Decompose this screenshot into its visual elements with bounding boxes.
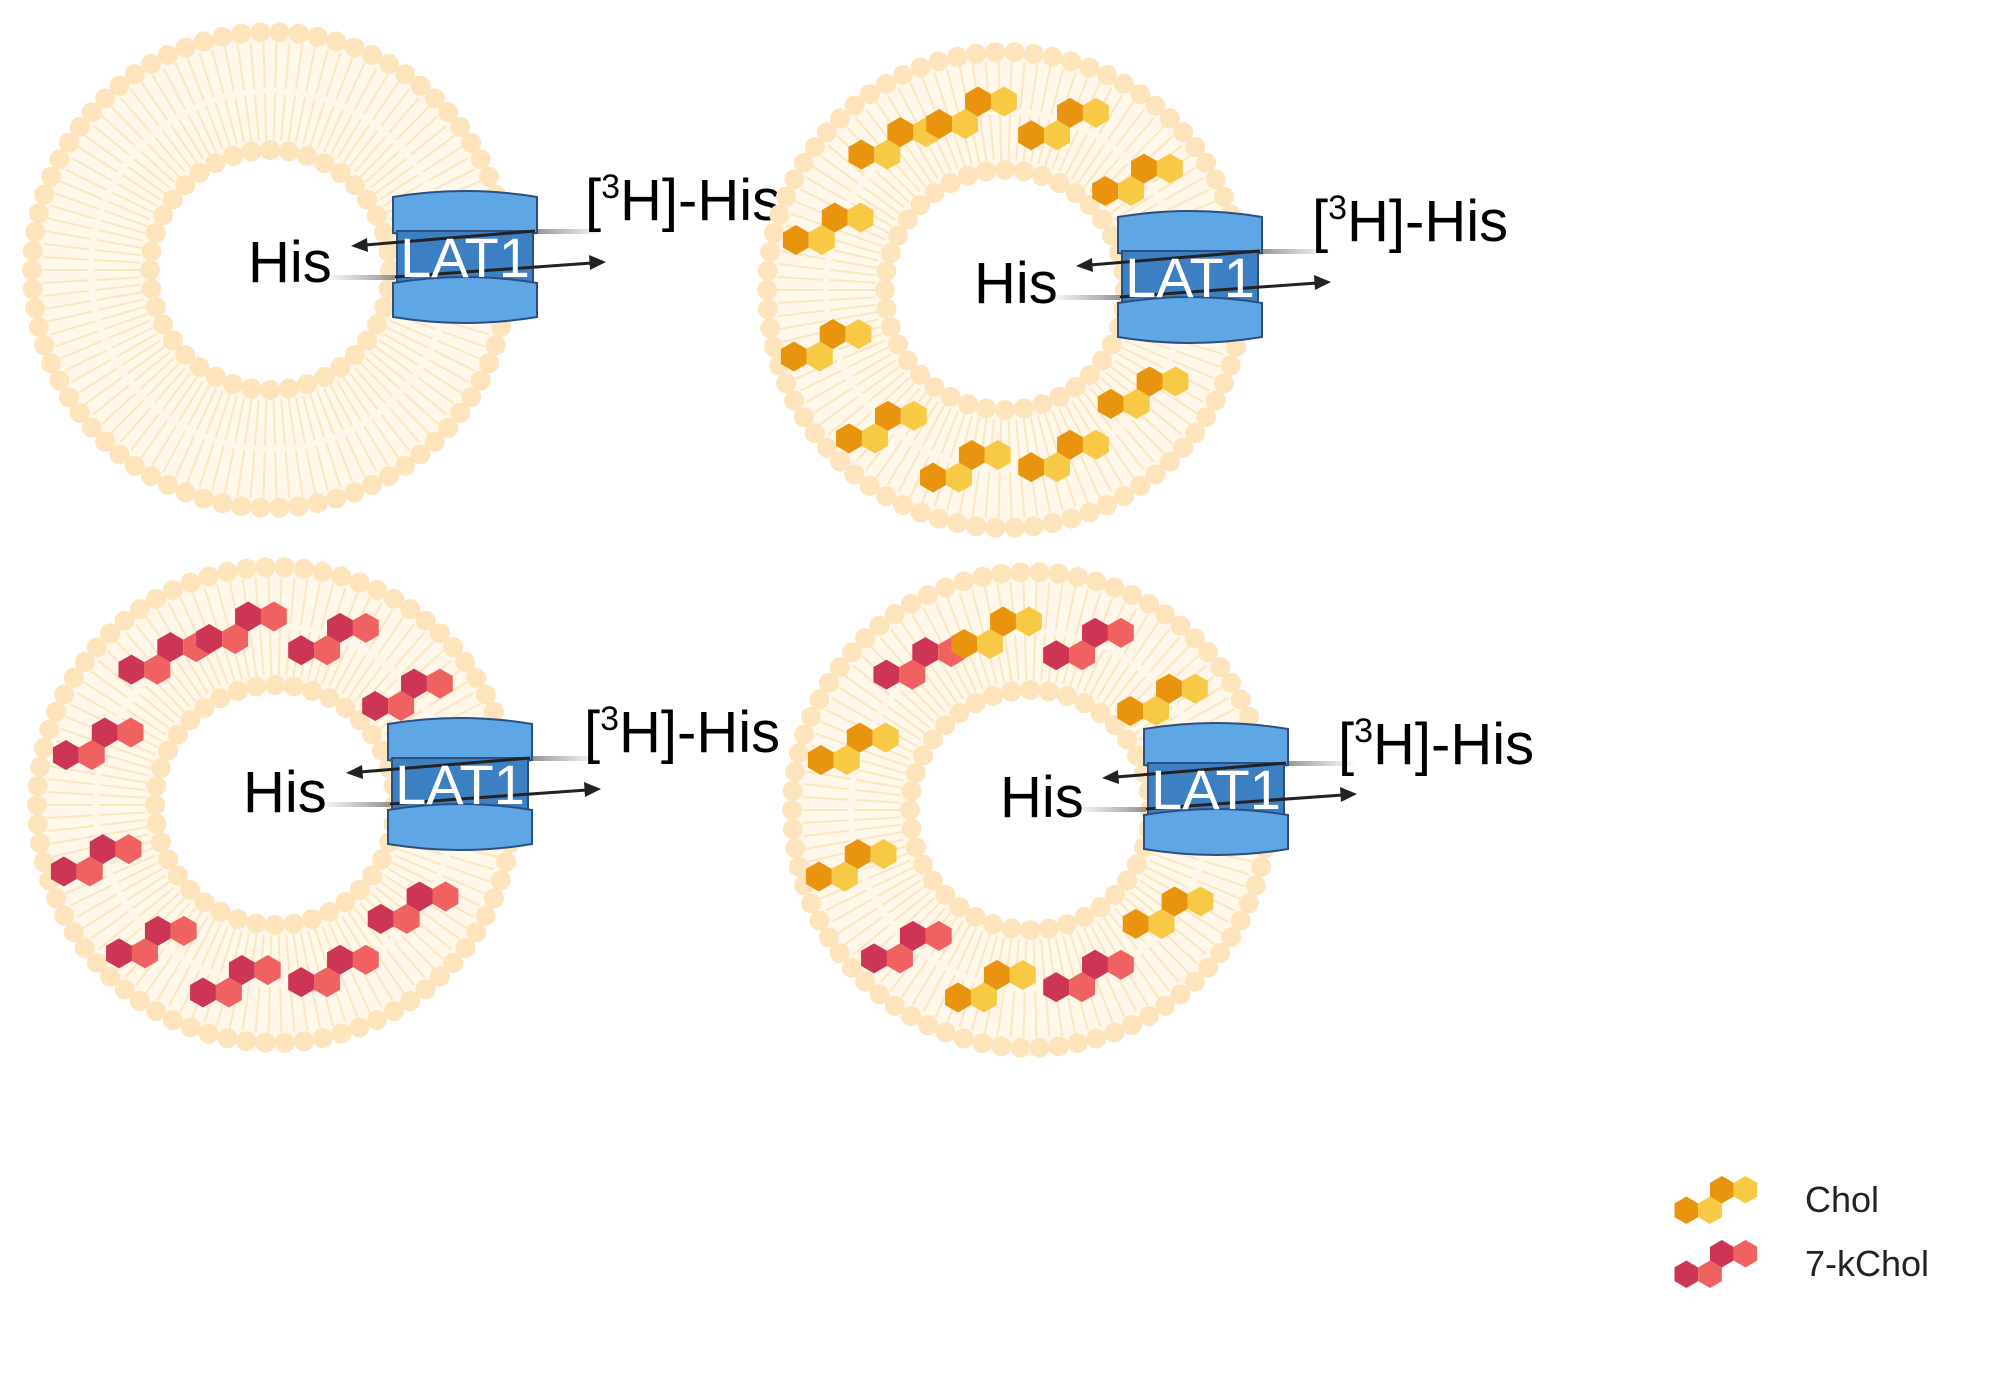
label-remainder: H]-His: [1373, 712, 1534, 777]
kchol-molecule: [1043, 617, 1134, 671]
isotope-superscript: 3: [601, 168, 620, 206]
lat1-label: LAT1: [395, 753, 525, 816]
liposome-panel-chol: LAT1 His [3H]-His: [757, 42, 1508, 538]
efflux-arrow: [346, 756, 531, 779]
chol-molecule: [1674, 1176, 1758, 1224]
label-bracket: [: [584, 700, 600, 765]
lat1-label: LAT1: [400, 226, 530, 289]
label-bracket: [: [1312, 189, 1328, 254]
kchol-molecule: [196, 601, 287, 654]
lat1-label: LAT1: [1151, 758, 1281, 821]
label-bracket: [: [1338, 712, 1354, 777]
legend-item-kchol: 7-kChol: [1674, 1240, 1929, 1288]
kchol-molecule: [861, 920, 952, 974]
liposome-panel-mixed: LAT1 His [3H]-His: [782, 562, 1534, 1058]
sterol-group: [805, 606, 1244, 1013]
outside-substrate-label: [3H]-His: [584, 700, 780, 765]
chol-molecule: [1117, 673, 1208, 727]
liposome-panel-kchol: LAT1 His [3H]-His: [27, 557, 780, 1053]
chol-molecule: [1122, 886, 1214, 939]
lat1-bottom-domain: [1143, 808, 1289, 856]
chol-molecule: [780, 319, 872, 372]
kchol-molecule: [362, 668, 453, 722]
efflux-arrow: [1076, 249, 1261, 272]
lat1-transporter: LAT1: [1076, 722, 1357, 856]
kchol-molecule: [106, 915, 197, 969]
lat1-bottom-domain: [392, 276, 538, 324]
outside-substrate-label: [3H]-His: [585, 168, 781, 233]
isotope-superscript: 3: [600, 700, 619, 738]
label-remainder: H]-His: [1347, 189, 1508, 254]
outside-substrate-label: [3H]-His: [1338, 712, 1534, 777]
efflux-arrow: [351, 229, 536, 252]
inside-substrate-label: His: [974, 251, 1058, 316]
chol-molecule: [782, 202, 874, 255]
label-remainder: H]-His: [620, 168, 781, 233]
chol-molecule: [836, 400, 927, 454]
chol-icon: [1674, 1176, 1758, 1224]
chol-molecule: [945, 960, 1036, 1013]
chol-molecule: [1092, 153, 1183, 207]
kchol-molecule: [52, 717, 144, 770]
lat1-label: LAT1: [1125, 246, 1255, 309]
liposome-panel-control: LAT1 His [3H]-His: [22, 22, 781, 518]
isotope-superscript: 3: [1328, 189, 1347, 227]
legend-label: 7-kChol: [1805, 1243, 1929, 1284]
outside-substrate-label: [3H]-His: [1312, 189, 1508, 254]
kchol-icon: [1674, 1240, 1758, 1288]
inside-substrate-label: His: [1000, 765, 1084, 830]
chol-molecule: [1018, 97, 1109, 151]
kchol-molecule: [1674, 1240, 1758, 1288]
influx-arrow: [1119, 275, 1331, 299]
lat1-transporter: LAT1: [1050, 210, 1331, 344]
kchol-molecule: [288, 944, 379, 998]
chol-molecule: [1018, 429, 1109, 483]
inside-substrate-label: His: [248, 230, 332, 295]
lat1-transporter: LAT1: [325, 190, 606, 324]
influx-arrow: [394, 255, 606, 279]
influx-arrow: [1145, 787, 1357, 811]
efflux-arrow: [1102, 761, 1287, 784]
kchol-molecule: [50, 834, 142, 887]
legend-label: Chol: [1805, 1179, 1879, 1220]
kchol-molecule: [288, 612, 379, 666]
isotope-superscript: 3: [1354, 712, 1373, 750]
kchol-molecule: [367, 881, 459, 934]
lat1-bottom-domain: [387, 803, 533, 851]
kchol-molecule: [873, 637, 965, 690]
chol-molecule: [926, 86, 1017, 139]
chol-molecule: [1097, 366, 1189, 419]
label-remainder: H]-His: [619, 700, 780, 765]
chol-molecule: [805, 839, 897, 892]
chol-molecule: [807, 722, 899, 775]
legend: Chol 7-kChol: [1674, 1176, 1929, 1288]
kchol-molecule: [1043, 949, 1134, 1003]
label-bracket: [: [585, 168, 601, 233]
lat1-transporter: LAT1: [320, 717, 601, 851]
chol-molecule: [951, 606, 1042, 659]
legend-item-chol: Chol: [1674, 1176, 1879, 1224]
chol-molecule: [920, 440, 1011, 493]
kchol-molecule: [190, 955, 281, 1008]
lat1-bottom-domain: [1117, 296, 1263, 344]
influx-arrow: [389, 782, 601, 806]
inside-substrate-label: His: [243, 760, 327, 825]
